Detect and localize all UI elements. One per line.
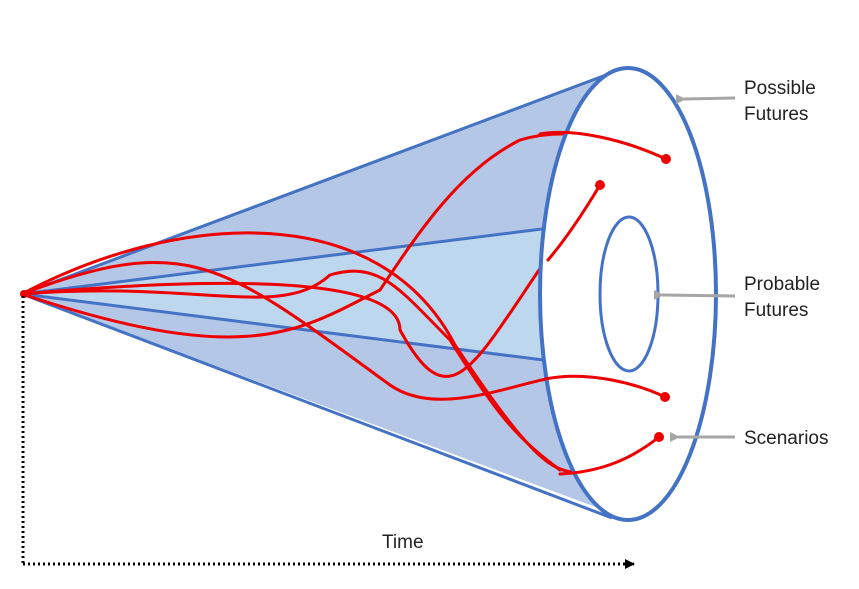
- scenario-lines-front: [538, 130, 668, 476]
- probable-futures-label-line2: Futures: [744, 300, 808, 321]
- scenario-endpoint-dot: [654, 432, 664, 442]
- scenarios-label: Scenarios: [744, 428, 829, 449]
- probable-cone-lower-edge: [21, 292, 631, 373]
- time-axis-label: Time: [382, 532, 424, 553]
- possible-futures-label-line1: Possible: [744, 78, 816, 99]
- scenario-line-4-tail: [538, 130, 668, 161]
- scenario-endpoint-dot: [595, 180, 605, 190]
- scenario-endpoint-dot: [661, 154, 671, 164]
- scenario-endpoints-front: [595, 154, 671, 442]
- scenario-line-5: [20, 269, 562, 472]
- scenario-line-2: [20, 183, 602, 378]
- possible-futures-label-line2: Futures: [744, 104, 808, 125]
- probable-futures-opening: [598, 215, 660, 373]
- scenario-line-2-tail: [546, 183, 602, 262]
- scenario-line-3-tail: [543, 374, 667, 399]
- possible-cone-lower-edge: [21, 292, 613, 520]
- scenario-line-1-tail: [558, 435, 661, 476]
- possible-futures-label: Possible Futures: [744, 78, 821, 125]
- probable-futures-pointer-arrow: [653, 289, 736, 300]
- probable-cone-upper-edge: [21, 216, 631, 296]
- probable-futures-label-line1: Probable: [744, 274, 820, 295]
- probable-futures-cone: [22, 218, 628, 371]
- probable-futures-label: Probable Futures: [744, 274, 825, 321]
- possible-futures-pointer-arrow: [675, 94, 736, 105]
- scenario-endpoint-dot: [660, 392, 670, 402]
- possible-cone-upper-edge: [21, 70, 615, 296]
